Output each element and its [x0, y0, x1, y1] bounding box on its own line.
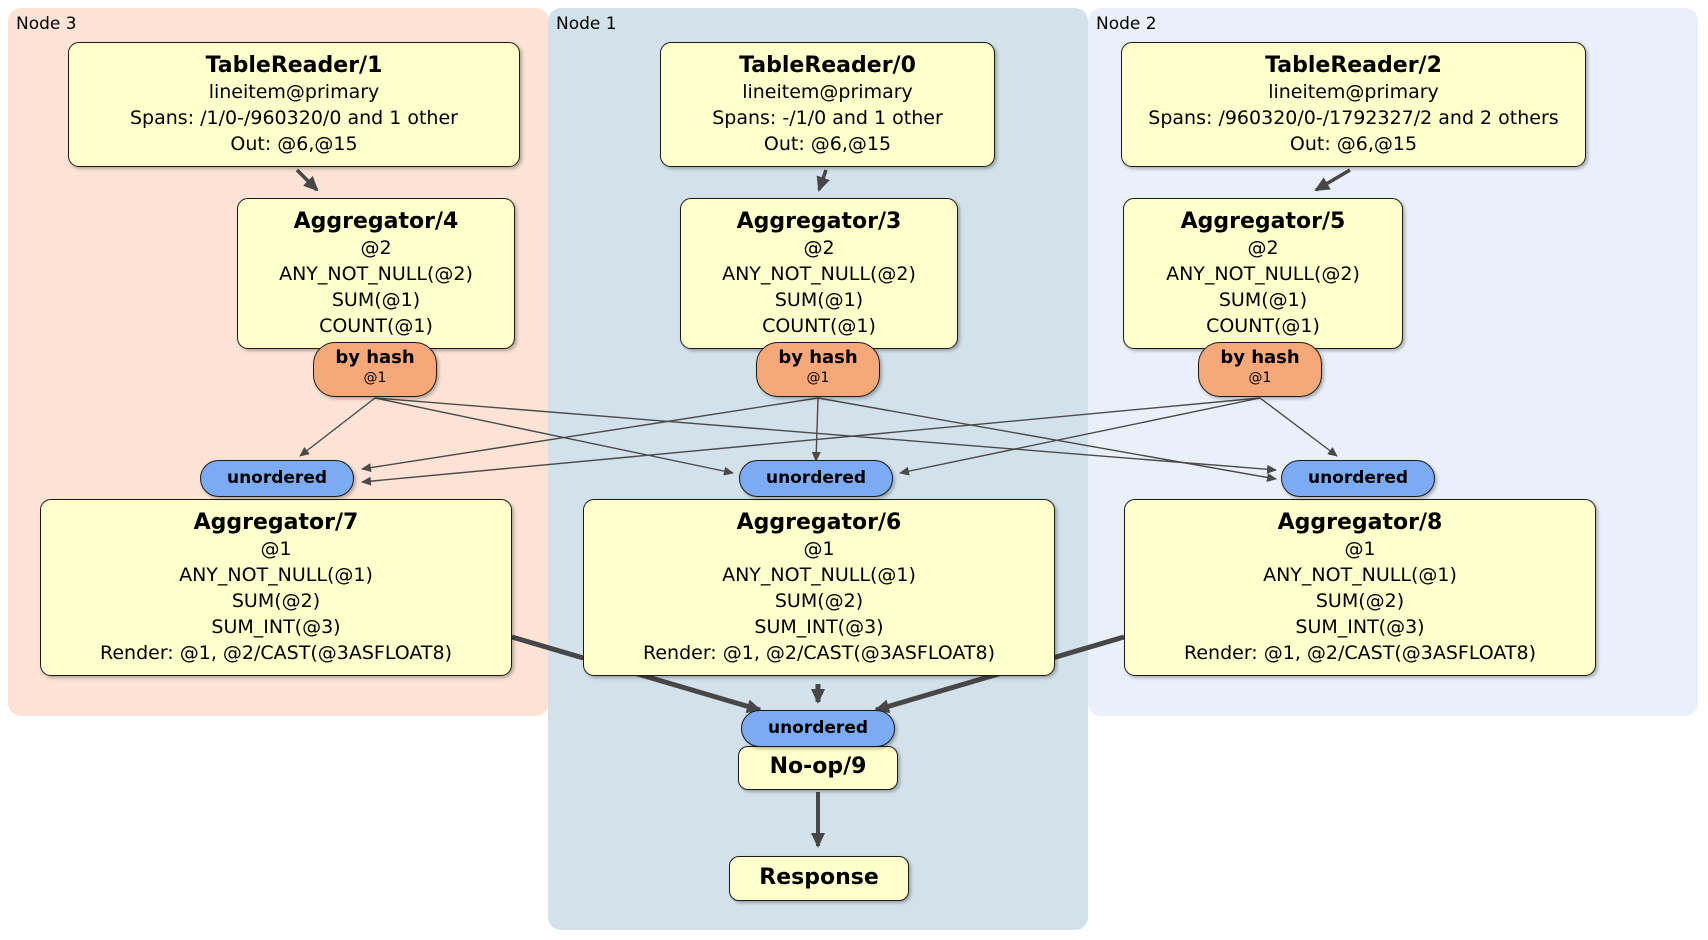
processor-detail: ANY_NOT_NULL(@1) [1263, 564, 1457, 586]
processor-detail: Out: @6,@15 [763, 133, 892, 155]
processor-detail: ANY_NOT_NULL(@2) [1166, 263, 1360, 285]
processor-detail: lineitem@primary [742, 81, 913, 103]
processor-detail: ANY_NOT_NULL(@1) [722, 564, 916, 586]
sync-unordered-7: unordered [200, 460, 354, 497]
processor-box-aggregator-3: Aggregator/3 @2 ANY_NOT_NULL(@2) SUM(@1)… [680, 198, 958, 349]
processor-title: Aggregator/5 [1180, 209, 1346, 234]
processor-detail: Out: @6,@15 [1289, 133, 1418, 155]
processor-detail: COUNT(@1) [319, 315, 433, 337]
processor-box-tablereader-2: TableReader/2 lineitem@primary Spans: /9… [1121, 42, 1586, 167]
response-box: Response [729, 856, 909, 901]
router-key: @1 [806, 370, 830, 386]
processor-detail: @1 [1344, 538, 1376, 560]
router-label: by hash [1220, 347, 1300, 368]
router-by-hash-3: by hash @1 [756, 342, 880, 397]
processor-detail: Render: @1, @2/CAST(@3ASFLOAT8) [100, 642, 452, 664]
processor-detail: SUM(@2) [1315, 590, 1405, 612]
processor-title: Aggregator/4 [293, 209, 459, 234]
processor-title: TableReader/1 [205, 53, 383, 78]
processor-title: Aggregator/6 [736, 510, 902, 535]
processor-title: TableReader/0 [739, 53, 916, 78]
processor-box-tablereader-1: TableReader/1 lineitem@primary Spans: /1… [68, 42, 520, 167]
processor-detail: Spans: /1/0-/960320/0 and 1 other [130, 107, 458, 129]
processor-detail: SUM(@2) [774, 590, 864, 612]
processor-detail: @1 [803, 538, 835, 560]
processor-detail: @2 [360, 237, 392, 259]
processor-detail: SUM(@1) [1218, 289, 1308, 311]
router-to-sync-edges [299, 397, 1338, 486]
router-by-hash-4: by hash @1 [313, 342, 437, 397]
processor-detail: SUM(@1) [331, 289, 421, 311]
node-2-label: Node 2 [1096, 14, 1157, 34]
processor-detail: @2 [1247, 237, 1279, 259]
sync-unordered-final: unordered [741, 710, 895, 747]
processor-box-aggregator-7: Aggregator/7 @1 ANY_NOT_NULL(@1) SUM(@2)… [40, 499, 512, 676]
router-label: by hash [335, 347, 415, 368]
processor-detail: @1 [260, 538, 292, 560]
processor-detail: SUM_INT(@3) [211, 616, 341, 638]
processor-detail: Render: @1, @2/CAST(@3ASFLOAT8) [1184, 642, 1536, 664]
processor-box-aggregator-8: Aggregator/8 @1 ANY_NOT_NULL(@1) SUM(@2)… [1124, 499, 1596, 676]
processor-detail: COUNT(@1) [762, 315, 876, 337]
tablereader-to-aggregator-edges [295, 168, 1351, 192]
router-key: @1 [363, 370, 387, 386]
processor-title: Aggregator/7 [193, 510, 359, 535]
processor-detail: @2 [803, 237, 835, 259]
processor-detail: ANY_NOT_NULL(@2) [722, 263, 916, 285]
processor-detail: lineitem@primary [208, 81, 380, 103]
processor-detail: SUM(@1) [774, 289, 864, 311]
processor-title: TableReader/2 [1265, 53, 1442, 78]
processor-detail: SUM_INT(@3) [754, 616, 884, 638]
processor-title: Aggregator/8 [1277, 510, 1443, 535]
processor-detail: Spans: /960320/0-/1792327/2 and 2 others [1148, 107, 1559, 129]
router-label: by hash [778, 347, 858, 368]
processor-detail: Spans: -/1/0 and 1 other [712, 107, 943, 129]
sync-unordered-6: unordered [739, 460, 893, 497]
processor-title: Aggregator/3 [736, 209, 902, 234]
processor-detail: Render: @1, @2/CAST(@3ASFLOAT8) [643, 642, 995, 664]
processor-box-tablereader-0: TableReader/0 lineitem@primary Spans: -/… [660, 42, 995, 167]
sync-unordered-8: unordered [1281, 460, 1435, 497]
processor-detail: SUM(@2) [231, 590, 321, 612]
processor-detail: ANY_NOT_NULL(@2) [279, 263, 473, 285]
processor-box-aggregator-6: Aggregator/6 @1 ANY_NOT_NULL(@1) SUM(@2)… [583, 499, 1055, 676]
processor-box-aggregator-5: Aggregator/5 @2 ANY_NOT_NULL(@2) SUM(@1)… [1123, 198, 1403, 349]
processor-detail: Out: @6,@15 [230, 133, 358, 155]
router-by-hash-5: by hash @1 [1198, 342, 1322, 397]
processor-detail: lineitem@primary [1268, 81, 1439, 103]
node-3-label: Node 3 [16, 14, 77, 34]
router-key: @1 [1248, 370, 1272, 386]
processor-box-no-op-9: No-op/9 [738, 746, 898, 790]
processor-detail: ANY_NOT_NULL(@1) [179, 564, 373, 586]
processor-box-aggregator-4: Aggregator/4 @2 ANY_NOT_NULL(@2) SUM(@1)… [237, 198, 515, 349]
processor-detail: SUM_INT(@3) [1295, 616, 1425, 638]
processor-detail: COUNT(@1) [1206, 315, 1320, 337]
node-1-label: Node 1 [556, 14, 617, 34]
